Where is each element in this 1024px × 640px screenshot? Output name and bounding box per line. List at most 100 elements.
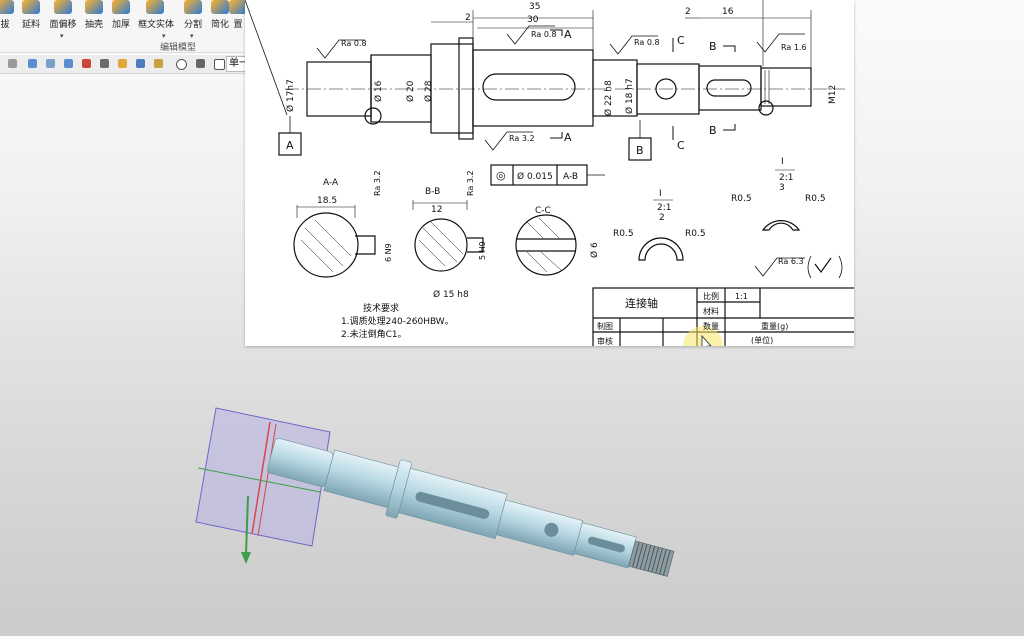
tool-icon[interactable] (46, 59, 55, 68)
detail-dimension: R0.5 (613, 229, 634, 239)
text-solid-button[interactable]: 框文实体 (138, 0, 174, 42)
stock-button[interactable]: 延料 (14, 0, 48, 42)
diameter-label: Ø 18 h7 (624, 78, 635, 114)
detail-dimension: R0.5 (805, 194, 826, 204)
section-mark: B (709, 40, 717, 53)
roughness-label: Ra 3.2 (466, 170, 475, 196)
tool-icon[interactable] (136, 59, 145, 68)
section-dimension: 12 (431, 205, 442, 215)
arrow-down-icon[interactable] (241, 552, 251, 564)
section-mark: A (564, 28, 572, 41)
chevron-down-icon[interactable]: ▾ (190, 32, 194, 40)
dimension-label: 16 (722, 7, 734, 17)
diameter-label: Ø 16 (373, 80, 384, 102)
section-title: C-C (535, 206, 551, 216)
title-block-label: (单位) (751, 335, 773, 345)
diameter-label: M12 (828, 85, 838, 104)
detail-mark: I (781, 157, 784, 167)
drawing-sheet: 35 30 2 2 16 Ra 0.8 Ra 0.8 Ra 0.8 Ra 3.2… (245, 0, 854, 346)
title-block-label: 比例 (703, 291, 719, 301)
extrude-icon (0, 0, 14, 14)
title-block-value: 1:1 (735, 292, 748, 301)
simplify-icon (211, 0, 229, 14)
tool-icon[interactable] (196, 59, 205, 68)
split-button[interactable]: 分割 (176, 0, 210, 42)
clock-icon[interactable] (176, 59, 187, 70)
roughness-label: Ra 3.2 (509, 134, 535, 143)
roughness-label: Ra 1.6 (781, 43, 807, 52)
dimension-label: 2 (465, 13, 471, 23)
section-mark: C (677, 34, 685, 47)
datum-b-label: B (636, 144, 644, 157)
detail-mark: I (659, 189, 662, 199)
split-icon (184, 0, 202, 14)
axis-arrow[interactable] (245, 495, 249, 555)
chevron-down-icon[interactable]: ▾ (60, 32, 64, 40)
dimension-label: 30 (527, 15, 539, 25)
sketch-plane[interactable] (195, 407, 331, 547)
section-mark: B (709, 124, 717, 137)
simplify-button[interactable]: 简化 (203, 0, 237, 42)
extrude-button[interactable]: 拔 (0, 0, 22, 42)
shell-icon (85, 0, 103, 14)
notes-title: 技术要求 (363, 302, 399, 314)
tool-icon[interactable] (154, 59, 163, 68)
thicken-button[interactable]: 加厚 (104, 0, 138, 42)
detail-scale: 2:1 (779, 173, 793, 183)
tool-icon[interactable] (214, 59, 225, 70)
diameter-label: Ø 28 (423, 80, 434, 102)
dimension-label: 2 (685, 7, 691, 17)
shaft-body[interactable] (264, 427, 679, 590)
roughness-label: Ra 0.8 (531, 30, 557, 39)
ribbon-toolbar: 拔 延料 面偏移 ▾ 抽壳 加厚 框文实体 ▾ 分割 ▾ 简化 置 编辑模型 (0, 0, 250, 53)
roughness-label: Ra 3.2 (373, 170, 382, 196)
roughness-label: Ra 0.8 (634, 38, 660, 47)
folder-icon[interactable] (118, 59, 127, 68)
diameter-label: Ø 17h7 (285, 79, 296, 112)
tool-icon[interactable] (8, 59, 17, 68)
detail-dimension: R0.5 (685, 229, 706, 239)
3d-viewport[interactable] (0, 346, 1024, 636)
section-title: B-B (425, 187, 440, 197)
tool-icon[interactable] (100, 59, 109, 68)
section-dimension: Ø 6 (589, 242, 600, 258)
title-block-label: 重量(g) (761, 321, 788, 331)
detail-dimension: 2 (659, 213, 665, 223)
section-title: A-A (323, 178, 339, 188)
place-icon (229, 0, 247, 14)
title-block-label: 制图 (597, 321, 613, 331)
thicken-icon (112, 0, 130, 14)
detail-dimension: 3 (779, 183, 785, 193)
diameter-label: Ø 20 (405, 80, 416, 102)
stock-icon (22, 0, 40, 14)
plane-edge (251, 421, 271, 535)
section-mark: C (677, 139, 685, 152)
face-offset-button[interactable]: 面偏移 (46, 0, 80, 42)
shaft-3d-model[interactable] (0, 346, 1024, 636)
detail-scale: 2:1 (657, 203, 671, 213)
title-block-label: 材料 (703, 306, 719, 316)
datum-a-label: A (286, 139, 294, 152)
section-dimension: 5 H9 (478, 241, 487, 260)
ribbon-group-label: 编辑模型 (160, 43, 197, 53)
tool-icon[interactable] (64, 59, 73, 68)
tolerance-value: Ø 0.015 (517, 171, 553, 182)
shaft-drawing: 35 30 2 2 16 Ra 0.8 Ra 0.8 Ra 0.8 Ra 3.2… (245, 0, 854, 346)
detail-dimension: R0.5 (731, 194, 752, 204)
chevron-down-icon[interactable]: ▾ (162, 32, 166, 40)
note-line: 1.调质处理240-260HBW。 (341, 315, 454, 327)
tolerance-datum: A-B (563, 172, 578, 182)
tool-icon[interactable] (28, 59, 37, 68)
dimension-label: 35 (529, 2, 540, 12)
face-offset-icon (54, 0, 72, 14)
tool-icon[interactable] (82, 59, 91, 68)
shell-button[interactable]: 抽壳 (77, 0, 111, 42)
section-dimension: Ø 15 h8 (433, 289, 469, 300)
note-line: 2.未注倒角C1。 (341, 328, 407, 340)
roughness-label: Ra 0.8 (341, 39, 367, 48)
axis-line (197, 467, 321, 493)
part-name: 连接轴 (625, 296, 658, 310)
section-dimension: 18.5 (317, 196, 337, 206)
place-button[interactable]: 置 (226, 0, 250, 42)
concentricity-icon: ◎ (496, 169, 506, 182)
